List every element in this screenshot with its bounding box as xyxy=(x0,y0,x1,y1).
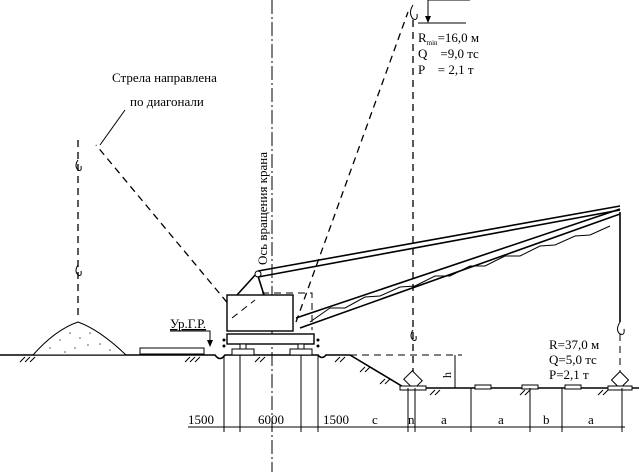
crane-cab xyxy=(226,294,294,332)
svg-text:a: a xyxy=(441,412,447,427)
svg-text:1500: 1500 xyxy=(323,412,349,427)
svg-text:6000: 6000 xyxy=(258,412,284,427)
crane xyxy=(226,205,633,391)
min-radius-params: Rmin=16,0 м Q =9,0 тс P = 2,1 т xyxy=(418,30,479,77)
note-leader xyxy=(99,109,126,146)
slab xyxy=(139,347,205,355)
crane-platform xyxy=(226,333,315,345)
raised-boom-dashed xyxy=(295,11,409,323)
dimension-chain: 1500 6000 1500 c n a a b a xyxy=(188,355,625,432)
max-radius-params: R=37,0 м Q=5,0 тс P=2,1 т xyxy=(549,337,599,382)
svg-text:P = 2,1 т: P = 2,1 т xyxy=(418,62,474,77)
rotation-axis-label: Ось вращения крана xyxy=(255,152,270,265)
svg-text:R=37,0 м: R=37,0 м xyxy=(549,337,599,352)
svg-text:Rmin=16,0 м: Rmin=16,0 м xyxy=(418,30,479,47)
svg-text:c: c xyxy=(372,412,378,427)
svg-text:a: a xyxy=(498,412,504,427)
load-icon xyxy=(610,370,630,390)
ground xyxy=(0,354,639,396)
svg-text:n: n xyxy=(408,412,415,427)
svg-text:b: b xyxy=(543,412,550,427)
boom-note-line2: по диагонали xyxy=(130,94,204,109)
height-label: h xyxy=(440,372,454,378)
ground-level-label: Ур.Г.Р. xyxy=(170,316,206,331)
svg-text:Q =9,0 тс: Q =9,0 тс xyxy=(418,46,479,61)
svg-text:Q=5,0 тс: Q=5,0 тс xyxy=(549,352,597,367)
svg-text:P=2,1 т: P=2,1 т xyxy=(549,367,589,382)
boom-note-line1: Стрела направлена xyxy=(112,70,217,85)
svg-text:1500: 1500 xyxy=(188,412,214,427)
load-icon xyxy=(403,370,423,390)
hook-icon xyxy=(410,4,418,341)
diagonal-boom-dashed xyxy=(95,144,251,331)
svg-text:a: a xyxy=(588,412,594,427)
hook-icon xyxy=(75,159,82,276)
pile-texture xyxy=(49,332,111,353)
radius-leader xyxy=(418,0,470,24)
